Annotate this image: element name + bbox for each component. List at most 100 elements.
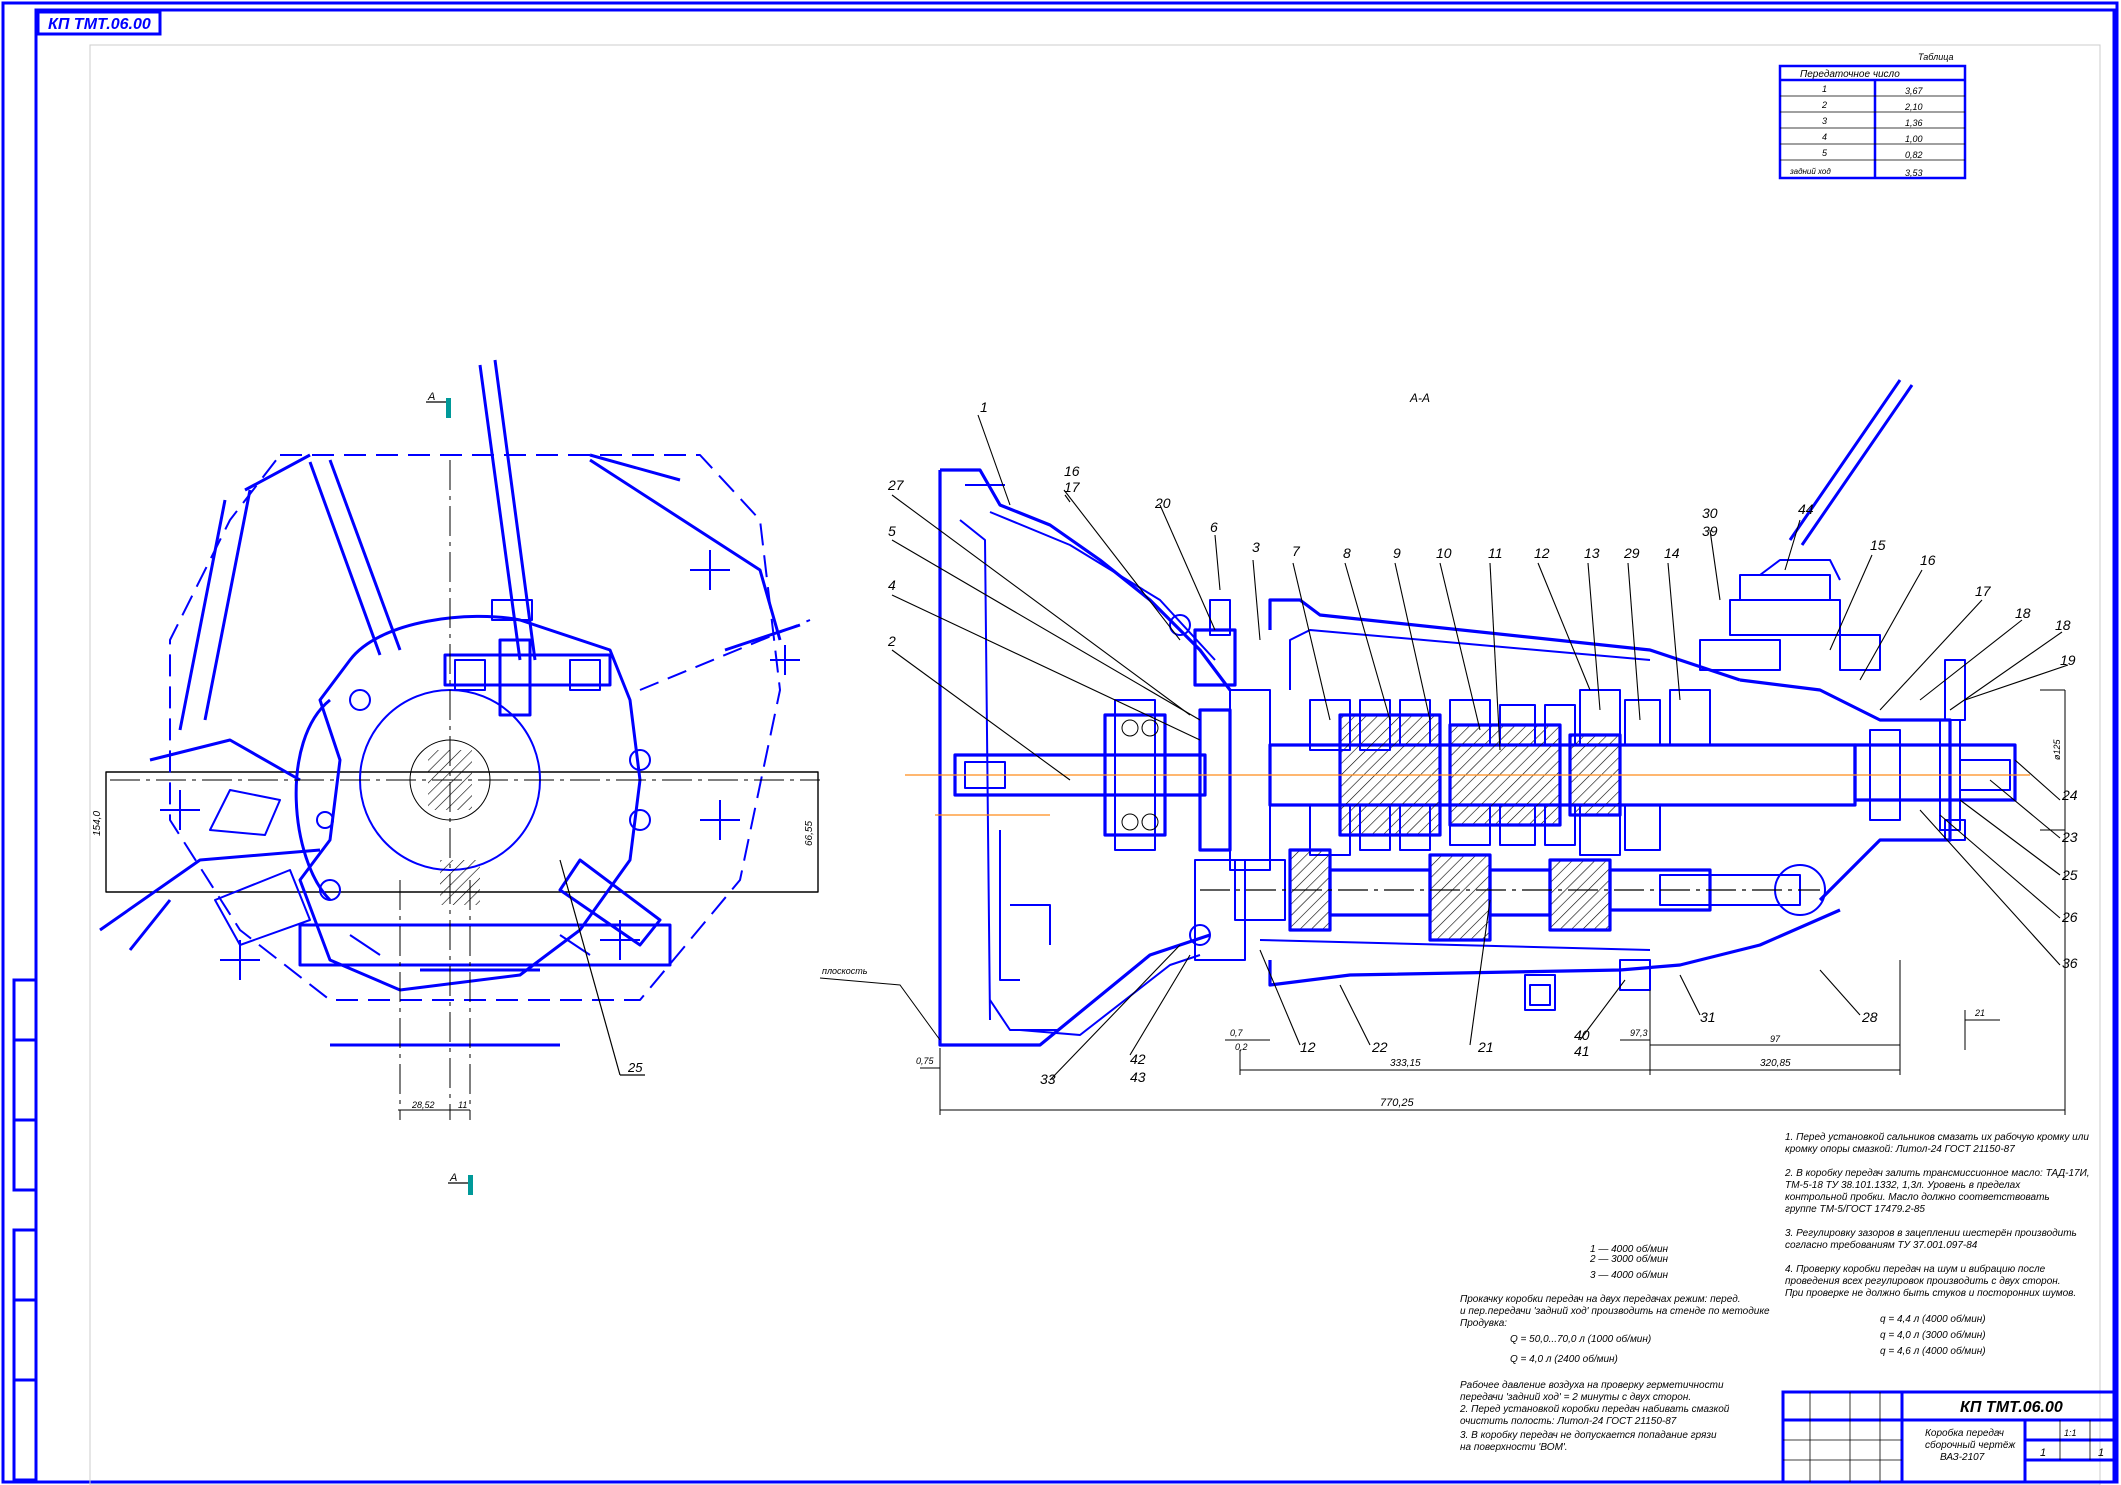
callout-top-16: 30 <box>1702 505 1718 521</box>
gear-row-3-ratio: 1,36 <box>1905 118 1923 128</box>
dim-total: 770,25 <box>1380 1097 1415 1109</box>
callout-bottom-4: 12 <box>1300 1039 1316 1055</box>
callout-bottom-8: 41 <box>1574 1043 1590 1059</box>
callout-top-22: 18 <box>2015 605 2031 621</box>
main-view-dimensions <box>819 689 2066 1115</box>
callout-top-12: 12 <box>1534 545 1550 561</box>
gear-table-caption: Таблица <box>1918 52 1954 62</box>
callout-left-2: 5 <box>888 523 896 539</box>
note-right-3: 2. В коробку передач залить трансмиссион… <box>1784 1167 2090 1179</box>
callout-top-7: 7 <box>1292 543 1301 559</box>
dim-g: 97,3 <box>1630 1028 1648 1038</box>
dim-h: 0,2 <box>1235 1042 1248 1052</box>
callout-right-2: 23 <box>2061 829 2078 845</box>
gear-row-2-ratio: 2,10 <box>1904 102 1923 112</box>
callout-top-18: 44 <box>1798 501 1814 517</box>
main-view-centerlines <box>905 774 2030 891</box>
note-left-6: 2. Перед установкой коробки передач наби… <box>1459 1403 1730 1415</box>
callout-top-2: 16 <box>1064 463 1080 479</box>
gear-ratio-table: Таблица Передаточное число 1 3,67 2 2,10… <box>1778 52 1967 180</box>
callout-top-1: 1 <box>980 399 988 415</box>
callout-top-15: 14 <box>1664 545 1680 561</box>
callout-bottom-10: 28 <box>1861 1009 1878 1025</box>
title-sheet-no: 1 <box>2040 1447 2046 1459</box>
gear-row-5-ratio: 0,82 <box>1905 150 1923 160</box>
note-right-1: 1. Перед установкой сальников смазать их… <box>1785 1131 2089 1143</box>
section-mark-bottom: А <box>449 1172 457 1184</box>
callout-top-6: 3 <box>1252 539 1260 555</box>
gear-row-3-gear: 3 <box>1822 116 1827 126</box>
formula-mid-1: Q = 50,0...70,0 л (1000 об/мин) <box>1510 1333 1651 1345</box>
note-left-8: 3. В коробку передач не допускается попа… <box>1460 1429 1717 1441</box>
section-title: А-А <box>1409 391 1430 405</box>
callout-bottom-6: 21 <box>1477 1039 1494 1055</box>
note-right-5: контрольной пробки. Масло должно соответ… <box>1785 1191 2050 1203</box>
gear-row-1-ratio: 3,67 <box>1905 86 1924 96</box>
callout-top-8: 8 <box>1343 545 1351 561</box>
callout-bottom-2: 42 <box>1130 1051 1146 1067</box>
gear-row-6-gear: задний ход <box>1789 167 1831 176</box>
callout-bottom-5: 22 <box>1371 1039 1388 1055</box>
callout-top-5: 6 <box>1210 519 1218 535</box>
note-right-10: проведения всех регулировок производить … <box>1785 1276 2061 1287</box>
gear-row-4-gear: 4 <box>1822 132 1827 142</box>
title-sheets: 1 <box>2098 1447 2104 1459</box>
callout-right-3: 25 <box>2061 867 2078 883</box>
dim-a: 333,15 <box>1390 1058 1421 1069</box>
note-left-5: передачи 'задний ход' = 2 минуты с двух … <box>1460 1392 1691 1403</box>
dim-i: ø125 <box>2052 738 2062 760</box>
section-mark-top: А <box>427 391 435 403</box>
stamp-top: КП ТМТ.06.00 <box>48 16 151 33</box>
side-callout-25: 25 <box>627 1060 643 1075</box>
callout-labels: 1 16 17 20 6 3 7 8 9 10 11 12 13 29 14 3… <box>887 399 2078 1087</box>
callout-top-9: 9 <box>1393 545 1401 561</box>
note-left-7: очистить полость: Литол-24 ГОСТ 21150-87 <box>1460 1416 1677 1427</box>
formula-right-2: q = 4,0 л (3000 об/мин) <box>1880 1329 1986 1341</box>
side-dim-bottom-a: 28,52 <box>411 1100 435 1110</box>
note-right-2: кромку опоры смазкой: Литол-24 ГОСТ 2115… <box>1785 1144 2015 1155</box>
callout-right-4: 26 <box>2061 909 2078 925</box>
callout-top-4: 20 <box>1154 495 1171 511</box>
dim-e: 21 <box>1974 1008 1985 1018</box>
gear-row-4-ratio: 1,00 <box>1905 134 1923 144</box>
dim-f: 0,75 <box>916 1056 935 1066</box>
callout-top-13: 13 <box>1584 545 1600 561</box>
note-left-1: Прокачку коробки передач на двух передач… <box>1460 1293 1741 1305</box>
gear-row-1-gear: 1 <box>1822 84 1827 94</box>
callout-top-17: 39 <box>1702 523 1718 539</box>
callout-top-14: 29 <box>1623 545 1640 561</box>
callout-top-11: 11 <box>1488 545 1503 561</box>
gear-row-2-gear: 2 <box>1821 100 1827 110</box>
callout-top-23: 18 <box>2055 617 2071 633</box>
title-block: КП ТМТ.06.00 Коробка передач сборочный ч… <box>1781 1390 2116 1484</box>
side-view <box>99 359 819 1195</box>
callout-left-3: 4 <box>888 577 896 593</box>
formula-mid-2: Q = 4,0 л (2400 об/мин) <box>1510 1353 1618 1365</box>
callout-right-5: 36 <box>2062 955 2078 971</box>
note-left-9: на поверхности 'ВОМ'. <box>1460 1442 1568 1453</box>
main-view <box>938 379 2017 1047</box>
note-left-4: Рабочее давление воздуха на проверку гер… <box>1460 1379 1724 1391</box>
dim-d: 97 <box>1770 1034 1781 1044</box>
callout-left-4: 2 <box>887 633 896 649</box>
side-dim-right: 66,55 <box>804 821 815 846</box>
notes-formulas: 1 — 4000 об/мин 2 — 3000 об/мин 3 — 4000… <box>1510 1243 1986 1365</box>
callout-top-19: 15 <box>1870 537 1886 553</box>
callout-right-1: 24 <box>2061 787 2078 803</box>
notes-right: 1. Перед установкой сальников смазать их… <box>1784 1131 2090 1299</box>
formula-top-1: 1 — 4000 об/мин <box>1590 1243 1669 1255</box>
formula-top-3: 3 — 4000 об/мин <box>1590 1269 1669 1281</box>
side-dim-left: 154,0 <box>92 811 103 836</box>
title-designation: КП ТМТ.06.00 <box>1960 1399 2063 1416</box>
side-view-centerlines <box>110 460 820 1120</box>
ground-label: плоскость <box>822 966 868 976</box>
note-right-6: группе ТМ-5/ГОСТ 17479.2-85 <box>1785 1204 1925 1215</box>
note-right-9: 4. Проверку коробки передач на шум и виб… <box>1785 1263 2046 1275</box>
formula-top-2: 2 — 3000 об/мин <box>1589 1253 1669 1265</box>
callout-top-21: 17 <box>1975 583 1992 599</box>
callout-top-20: 16 <box>1920 552 1936 568</box>
title-name-3: ВАЗ-2107 <box>1940 1452 1985 1463</box>
title-name-2: сборочный чертёж <box>1925 1439 2016 1451</box>
